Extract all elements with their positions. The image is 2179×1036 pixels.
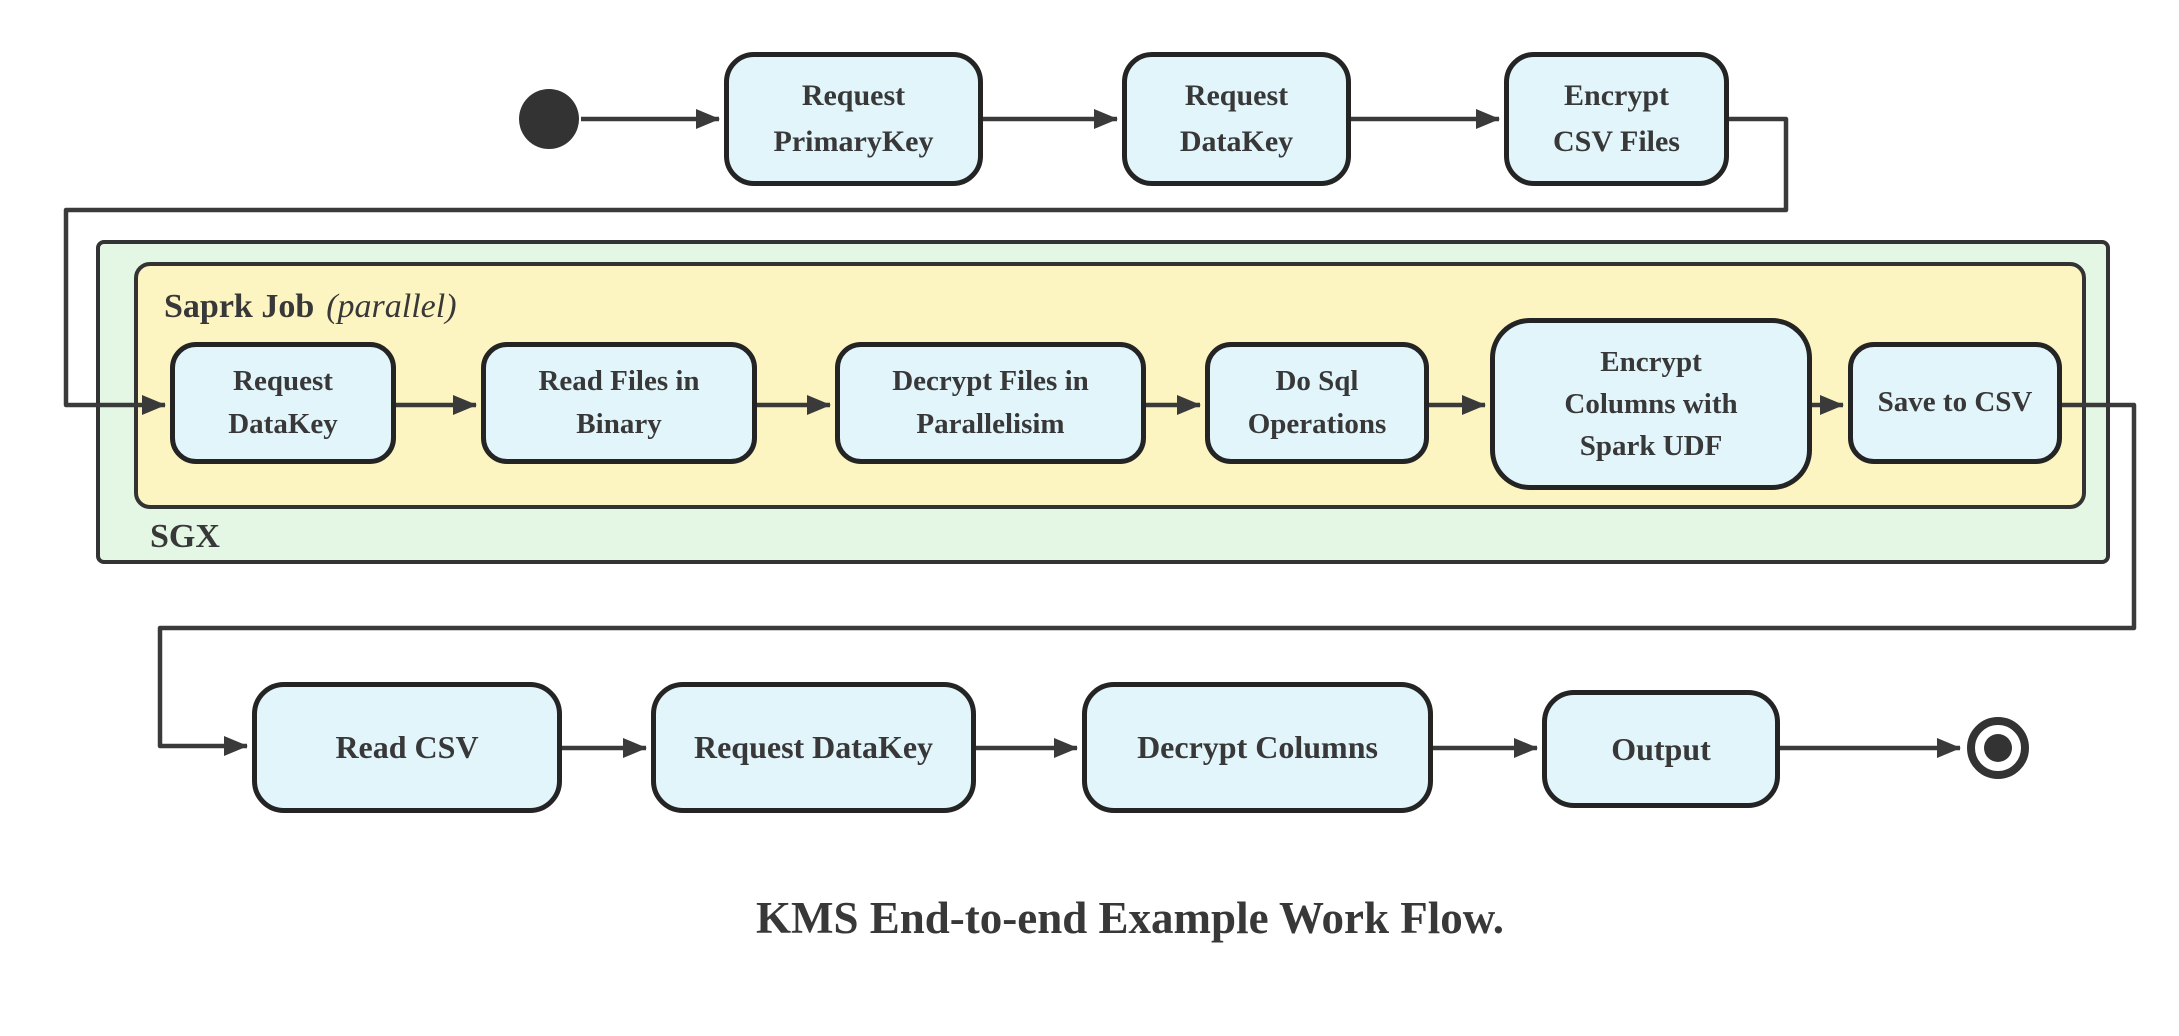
node-request-datakey-top: Request DataKey bbox=[1122, 52, 1351, 186]
diagram-caption: KMS End-to-end Example Work Flow. bbox=[755, 893, 1504, 943]
start-node-icon bbox=[519, 89, 579, 149]
node-decrypt-columns: Decrypt Columns bbox=[1082, 682, 1433, 813]
node-do-sql-operations: Do Sql Operations bbox=[1205, 342, 1429, 464]
node-encrypt-columns-with-spark-udf: Encrypt Columns with Spark UDF bbox=[1490, 318, 1812, 490]
node-decrypt-files-in-parallelisim: Decrypt Files in Parallelisim bbox=[835, 342, 1146, 464]
sgx-label: SGX bbox=[150, 518, 220, 555]
node-request-datakey-client: Request DataKey bbox=[651, 682, 976, 813]
spark-job-parallel-qualifier: (parallel) bbox=[326, 288, 457, 325]
edge-save-csv-to-read-csv bbox=[157, 402, 2137, 756]
spark-job-label-text: Saprk Job bbox=[164, 288, 315, 325]
end-node-inner-dot bbox=[1984, 734, 2012, 762]
node-read-files-in-binary: Read Files in Binary bbox=[481, 342, 757, 464]
edge-encrypt-csv-to-spark-request-datakey bbox=[63, 116, 1789, 415]
spark-job-label: Saprk Job (parallel) bbox=[164, 288, 457, 326]
node-request-primarykey: Request PrimaryKey bbox=[724, 52, 983, 186]
node-output: Output bbox=[1542, 690, 1780, 808]
node-read-csv: Read CSV bbox=[252, 682, 562, 813]
node-encrypt-csv-files: Encrypt CSV Files bbox=[1504, 52, 1729, 186]
node-save-to-csv: Save to CSV bbox=[1848, 342, 2062, 464]
node-request-datakey-spark: Request DataKey bbox=[170, 342, 396, 464]
